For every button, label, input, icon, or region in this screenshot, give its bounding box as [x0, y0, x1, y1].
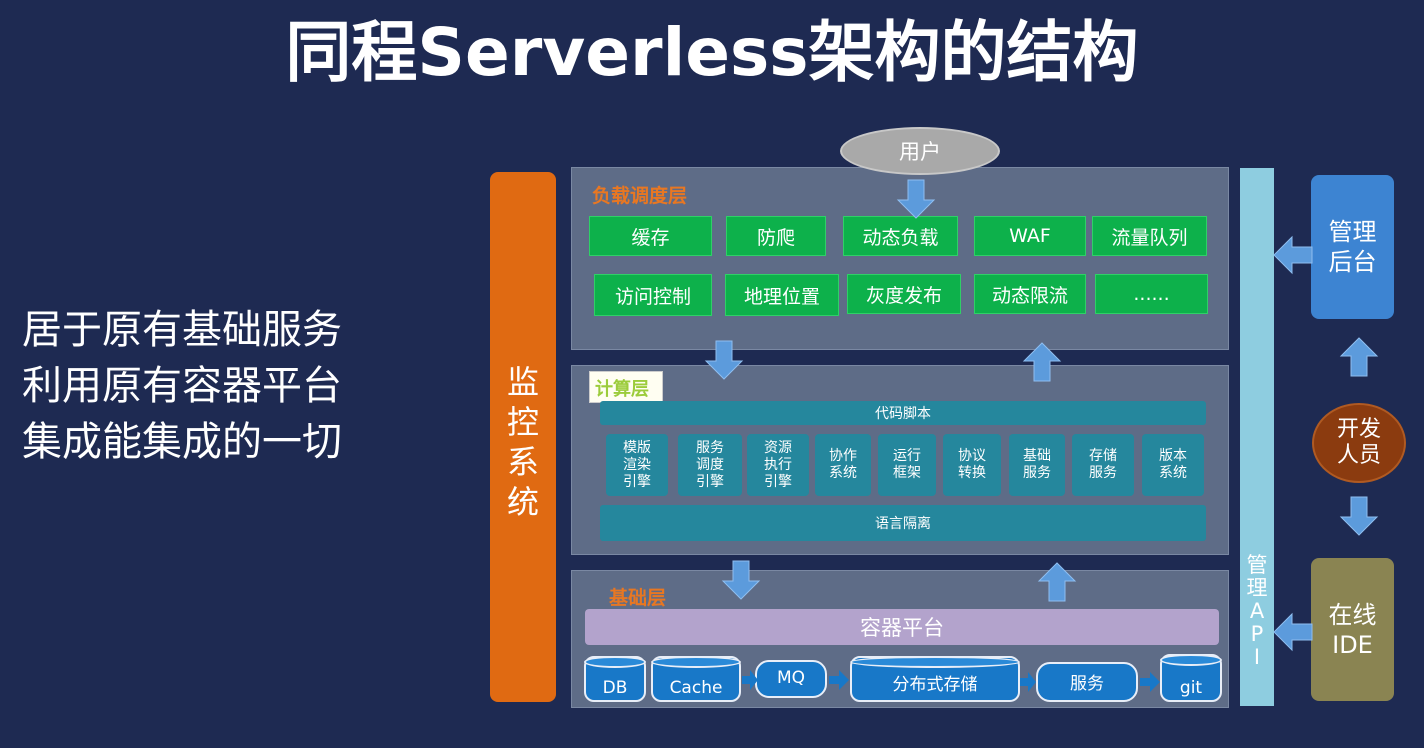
down-arrow-icon: [721, 560, 761, 600]
up-arrow-icon: [1037, 562, 1077, 602]
compute-layer-title: 计算层: [595, 379, 649, 400]
description-line: 居于原有基础服务: [22, 307, 342, 353]
load-module: 防爬: [726, 216, 826, 256]
compute-module: 运行 框架: [878, 434, 936, 496]
right-arrow-icon: [829, 670, 849, 690]
compute-module: 协作 系统: [815, 434, 871, 496]
right-arrow-icon: [742, 670, 758, 690]
user-label: 用户: [899, 140, 941, 164]
base-layer-title: 基础层: [609, 587, 667, 609]
load-scheduling-layer: [571, 167, 1229, 350]
git-label: git: [1179, 678, 1203, 698]
db-label: DB: [602, 678, 628, 698]
down-arrow-icon: [1339, 496, 1379, 536]
compute-module: 存储 服务: [1072, 434, 1134, 496]
distributed-storage-label: 分布式存储: [892, 674, 978, 695]
admin-console-box: 管理 后台: [1311, 175, 1394, 319]
load-module: 动态限流: [974, 274, 1086, 314]
compute-module: 模版 渲染 引擎: [606, 434, 668, 496]
cylinder-top: [850, 656, 1020, 668]
right-arrow-icon: [1140, 672, 1160, 692]
management-api-bar: 管 理 A P I: [1240, 168, 1274, 706]
language-isolation-bar: 语言隔离: [600, 505, 1206, 541]
online-ide-label: 在线 IDE: [1328, 600, 1377, 659]
developer-label: 开发 人员: [1336, 417, 1381, 468]
description-line: 集成能集成的一切: [22, 419, 342, 465]
distributed-storage: 分布式存储: [850, 656, 1020, 702]
service-label: 服务: [1070, 673, 1104, 694]
git-storage: git: [1160, 654, 1222, 702]
load-module: 访问控制: [594, 274, 712, 316]
load-module: WAF: [974, 216, 1086, 256]
admin-console-label: 管理 后台: [1328, 218, 1377, 276]
load-module: ......: [1095, 274, 1208, 314]
online-ide-box: 在线 IDE: [1311, 558, 1394, 701]
load-module: 缓存: [589, 216, 712, 256]
down-arrow-icon: [704, 340, 744, 380]
left-arrow-icon: [1273, 235, 1313, 275]
container-platform-bar: 容器平台: [585, 609, 1219, 645]
compute-module: 协议 转换: [943, 434, 1001, 496]
monitor-system-label: 监 控 系 统: [506, 363, 539, 521]
down-arrow-icon: [896, 179, 936, 219]
code-script-bar: 代码脚本: [600, 401, 1206, 425]
management-api-label: 管 理 A P I: [1246, 553, 1268, 669]
compute-module: 版本 系统: [1142, 434, 1204, 496]
load-module: 灰度发布: [847, 274, 961, 314]
monitor-system-bar: 监 控 系 统: [490, 172, 556, 702]
load-module: 动态负载: [843, 216, 958, 256]
mq-label: MQ: [776, 668, 806, 688]
cylinder-top: [584, 656, 646, 668]
compute-module: 服务 调度 引擎: [678, 434, 742, 496]
user-node: 用户: [840, 127, 1000, 175]
cache-label: Cache: [669, 678, 723, 698]
up-arrow-icon: [1022, 342, 1062, 382]
mq-queue: MQ: [755, 660, 827, 698]
service-queue: 服务: [1036, 662, 1138, 702]
compute-module: 资源 执行 引擎: [747, 434, 809, 496]
load-layer-title: 负载调度层: [592, 185, 688, 207]
left-arrow-icon: [1273, 612, 1313, 652]
container-platform-label: 容器平台: [860, 616, 944, 640]
cylinder-top: [651, 656, 741, 668]
db-storage: DB: [584, 656, 646, 702]
cylinder-top: [1160, 654, 1222, 666]
description-line: 利用原有容器平台: [22, 363, 342, 409]
page-title: 同程Serverless架构的结构: [285, 14, 1139, 91]
load-module: 地理位置: [725, 274, 839, 316]
developer-node: 开发 人员: [1312, 403, 1406, 483]
description-text: 居于原有基础服务 利用原有容器平台 集成能集成的一切: [22, 302, 342, 470]
load-module: 流量队列: [1092, 216, 1207, 256]
up-arrow-icon: [1339, 337, 1379, 377]
compute-module: 基础 服务: [1009, 434, 1065, 496]
cache-storage: Cache: [651, 656, 741, 702]
right-arrow-icon: [1020, 672, 1036, 692]
